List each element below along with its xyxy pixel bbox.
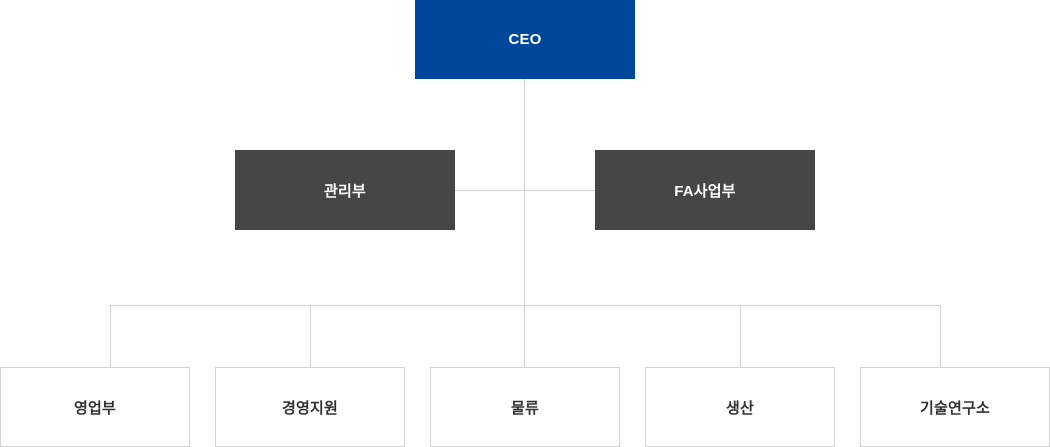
node-ceo[interactable]: CEO: [415, 0, 635, 79]
connector-team-drop-3: [524, 305, 525, 367]
node-team-sales[interactable]: 영업부: [0, 367, 190, 447]
node-fa-division[interactable]: FA사업부: [595, 150, 815, 230]
connector-team-drop-2: [310, 305, 311, 367]
node-team-production[interactable]: 생산: [645, 367, 835, 447]
node-team-rnd-label: 기술연구소: [919, 399, 990, 417]
connector-division-horizontal: [455, 190, 595, 191]
connector-team-horizontal: [110, 305, 940, 306]
node-team-logistics[interactable]: 물류: [430, 367, 620, 447]
node-team-management-support[interactable]: 경영지원: [215, 367, 405, 447]
node-management-division[interactable]: 관리부: [235, 150, 455, 230]
connector-team-drop-5: [940, 305, 941, 367]
connector-team-drop-1: [110, 305, 111, 367]
node-management-division-label: 관리부: [323, 182, 366, 200]
node-team-sales-label: 영업부: [73, 399, 116, 417]
connector-ceo-stem-lower: [524, 190, 525, 305]
node-fa-division-label: FA사업부: [674, 182, 736, 200]
connector-ceo-stem: [524, 79, 525, 190]
node-team-production-label: 생산: [725, 399, 754, 417]
node-ceo-label: CEO: [508, 31, 542, 48]
node-team-rnd[interactable]: 기술연구소: [860, 367, 1050, 447]
connector-team-drop-4: [740, 305, 741, 367]
node-team-logistics-label: 물류: [510, 399, 539, 417]
node-team-management-support-label: 경영지원: [281, 399, 338, 417]
